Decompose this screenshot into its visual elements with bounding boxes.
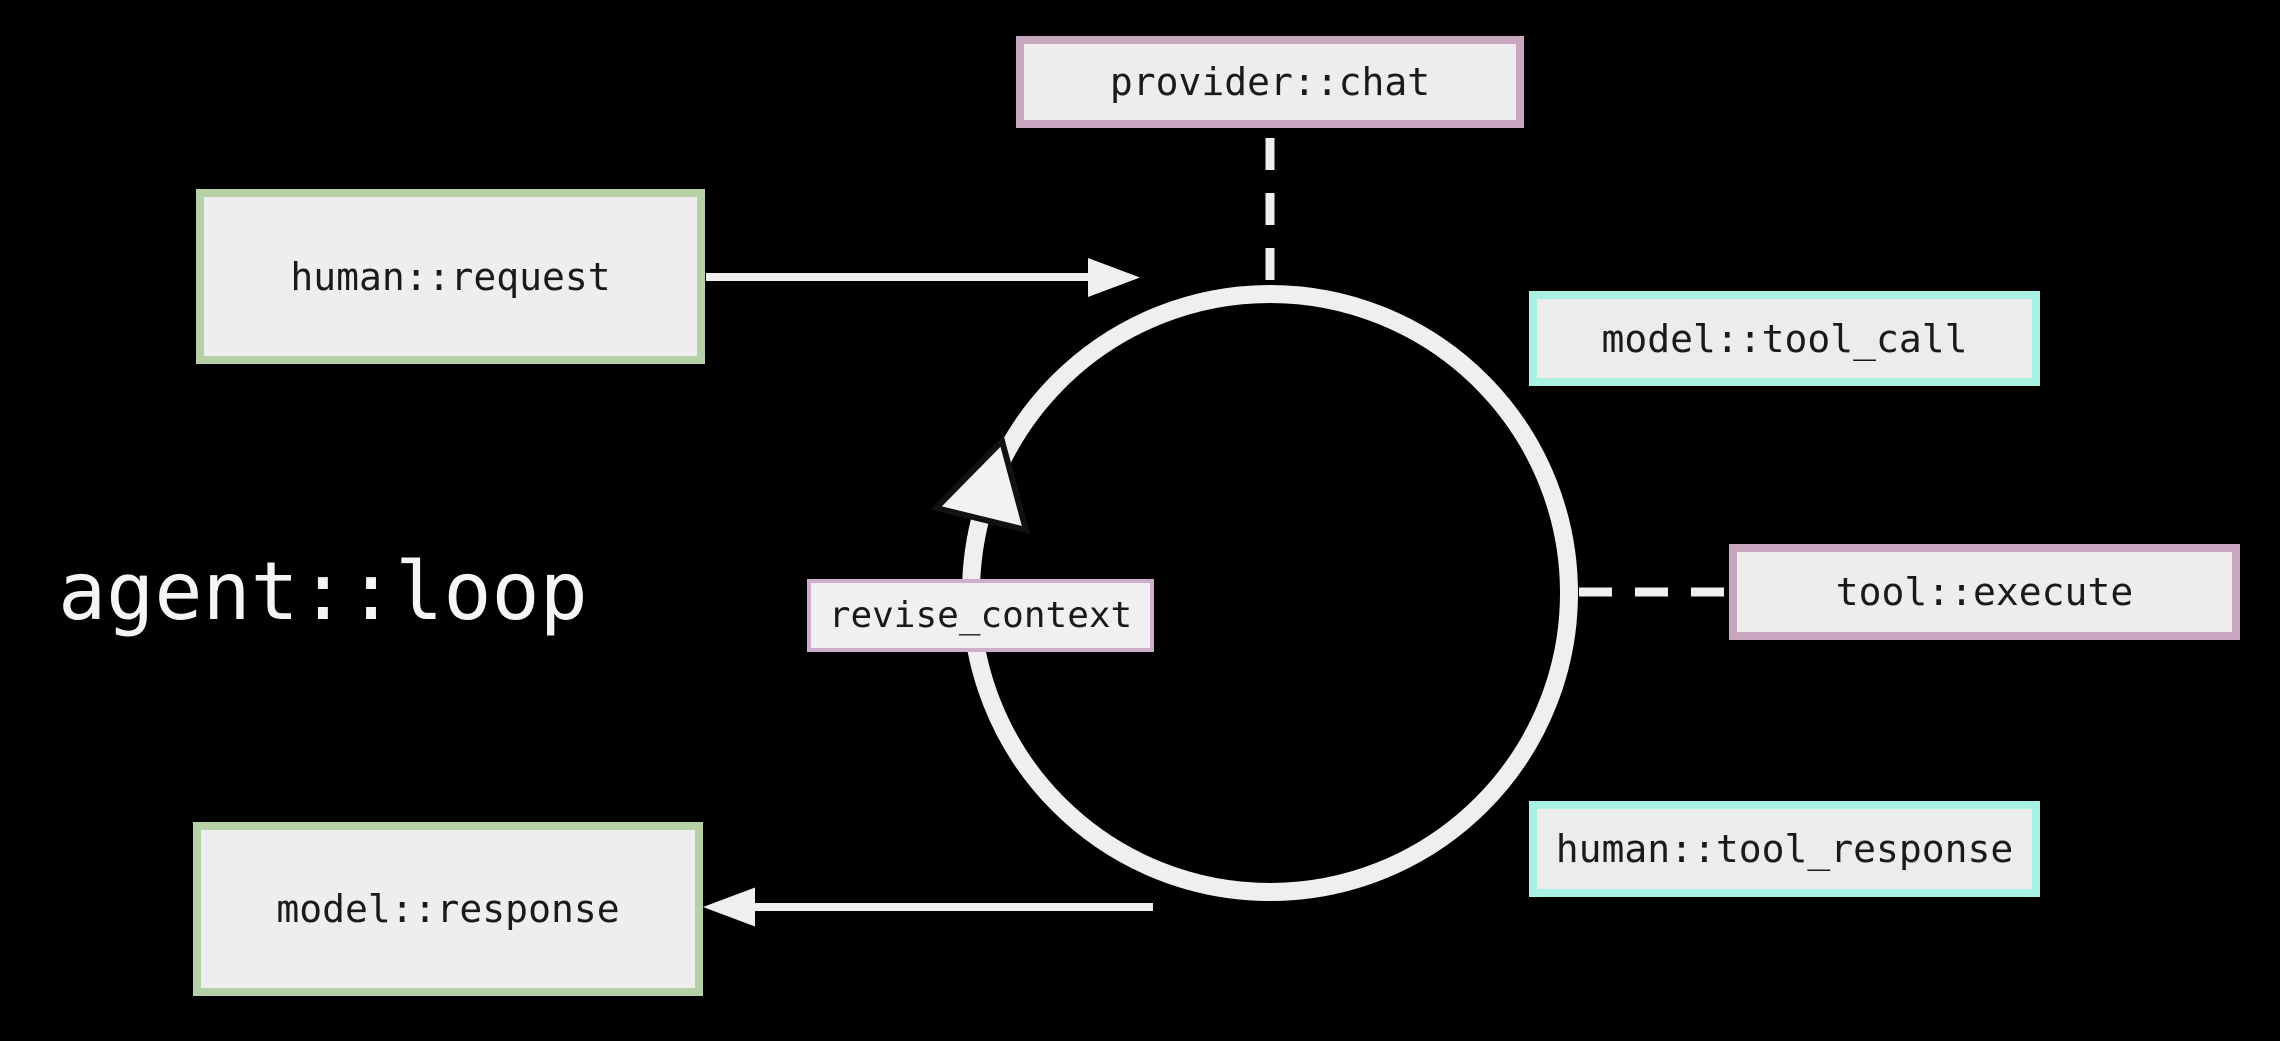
node-human-tool-response: human::tool_response — [1529, 801, 2040, 897]
node-human-request-label: human::request — [290, 254, 611, 299]
loop-direction-arrowhead-icon — [930, 435, 1031, 535]
node-provider-chat: provider::chat — [1016, 36, 1524, 128]
node-model-response: model::response — [193, 822, 703, 996]
arrowhead-left-icon — [703, 887, 755, 927]
node-human-tool-response-label: human::tool_response — [1555, 827, 2014, 871]
node-human-request: human::request — [196, 189, 705, 364]
model-response-arrow — [703, 887, 1153, 927]
node-model-tool-call-label: model::tool_call — [1601, 316, 1968, 361]
arrowhead-right-icon — [1088, 258, 1140, 297]
node-revise-context: revise_context — [807, 579, 1154, 652]
node-revise-context-label: revise_context — [828, 595, 1133, 636]
human-request-arrow — [706, 258, 1140, 297]
node-provider-chat-label: provider::chat — [1109, 60, 1431, 104]
node-tool-execute-label: tool::execute — [1835, 570, 2134, 614]
node-tool-execute: tool::execute — [1729, 544, 2240, 640]
diagram-title: agent::loop — [58, 545, 588, 638]
node-model-response-label: model::response — [276, 887, 620, 931]
node-model-tool-call: model::tool_call — [1529, 291, 2040, 386]
